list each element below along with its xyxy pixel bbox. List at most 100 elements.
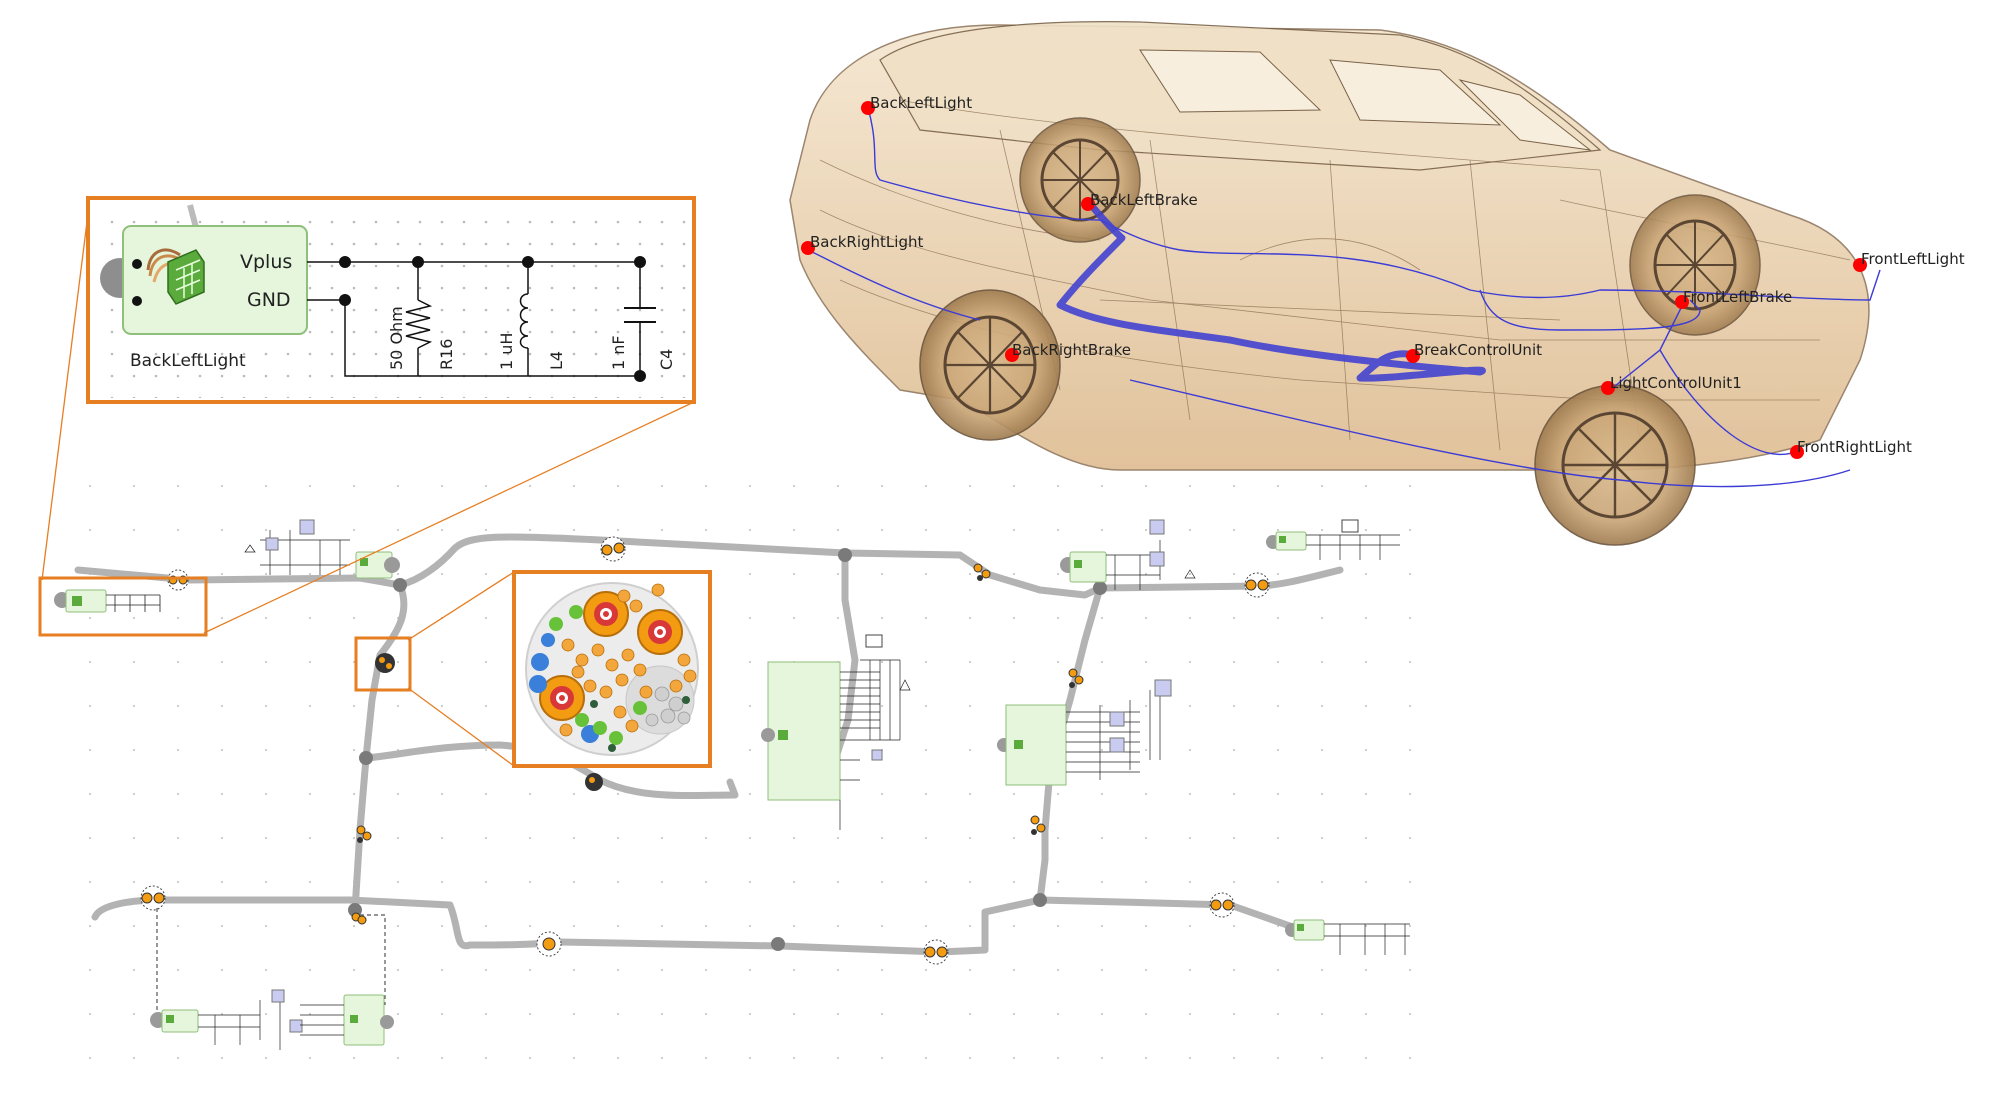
label-light-control-unit: LightControlUnit1 [1610,374,1742,392]
callout-cross-section-source[interactable] [354,636,412,692]
connector-bundle[interactable] [140,885,166,911]
red-marker-dot-icon [801,241,815,255]
connector-bundle[interactable] [585,773,603,791]
module-back-left-light-small[interactable] [54,589,161,613]
car-window-rear [1139,49,1322,113]
inductor-name-label: L4 [547,351,566,370]
port-gnd-dot[interactable] [132,296,142,306]
probe-icon [299,519,315,535]
junction-node[interactable] [393,578,407,592]
connector-bundle[interactable] [167,569,189,591]
car-marker-light-control-unit[interactable]: LightControlUnit1 [1601,374,1742,395]
connector-bundle[interactable] [375,653,395,673]
car-wheel-front-right [1534,384,1696,546]
label-front-left-light: FrontLeftLight [1861,250,1965,268]
canvas-grid [60,480,1420,1080]
connector-bundle[interactable] [1068,668,1084,688]
label-front-left-brake: FrontLeftBrake [1683,288,1792,306]
module-front-left-motor[interactable] [1060,519,1196,590]
car-3d-view[interactable]: BackLeftLight BackRightLight BackLeftBra… [789,21,1965,546]
label-back-right-light: BackRightLight [810,233,923,251]
component-box[interactable] [122,225,308,335]
car-marker-back-left-light[interactable]: BackLeftLight [861,94,972,115]
car-wheel-front-left [1629,194,1761,336]
car-marker-back-right-light[interactable]: BackRightLight [801,233,923,255]
red-marker-dot-icon [861,101,875,115]
junction-node[interactable] [359,751,373,765]
resistor-name-label: R16 [437,339,456,370]
connector-bundle[interactable] [923,939,949,965]
inductor-symbol [519,293,529,349]
connector-bundle[interactable] [1209,892,1235,918]
connector-bundle[interactable] [1244,572,1270,598]
car-marker-front-right-light[interactable]: FrontRightLight [1790,438,1912,459]
harness-segment-top [74,533,1344,599]
module-front-left-light[interactable] [1266,519,1400,560]
callout-leader-line [407,571,515,641]
bundle-cross-section-icon [525,582,699,756]
connector-bundle[interactable] [973,563,991,581]
junction-node[interactable] [771,937,785,951]
module-front-right-light[interactable] [1285,919,1410,955]
zoom-panel-cross-section[interactable] [512,570,712,768]
port-gnd-label: GND [247,289,291,311]
red-marker-dot-icon [1790,445,1804,459]
callout-leader-line [407,687,515,767]
module-light-control-unit[interactable] [997,679,1172,786]
car-marker-front-left-brake[interactable]: FrontLeftBrake [1675,288,1792,309]
junction-node[interactable] [1093,581,1107,595]
car-marker-back-right-brake[interactable]: BackRightBrake [1005,341,1131,362]
car-brake-harness [1056,202,1486,382]
module-break-control-unit[interactable] [761,634,911,830]
capacitor-symbol [624,307,656,323]
capacitor-value-label: 1 nF [609,335,628,370]
probe-icon [1149,551,1165,567]
label-back-right-brake: BackRightBrake [1012,341,1131,359]
red-marker-dot-icon [1406,349,1420,363]
connector-bundle[interactable] [1030,815,1046,835]
probe-icon [271,989,285,1003]
car-wheel-back-left [1019,117,1141,243]
zoom-panel-back-left-light[interactable]: Vplus GND BackLeftLight 50 [86,196,696,404]
probe-icon [289,1019,303,1033]
callout-leader-line [203,401,695,634]
probe-icon [1149,519,1165,535]
harness-connector-icon [72,596,82,606]
car-marker-break-control-unit[interactable]: BreakControlUnit [1406,341,1542,363]
red-marker-dot-icon [1005,348,1019,362]
harness-connector-icon [166,1015,174,1023]
connector-bundle[interactable] [600,536,626,562]
junction-node[interactable] [838,548,852,562]
connector-bundle[interactable] [351,912,367,925]
harness-connector-icon [1014,740,1023,749]
car-marker-front-left-light[interactable]: FrontLeftLight [1853,250,1965,272]
port-vplus-dot[interactable] [132,259,142,269]
connector-bundle[interactable] [536,931,562,957]
module-back-right-motor[interactable] [300,994,394,1046]
harness-connectors[interactable] [140,536,1270,965]
capacitor-name-label: C4 [657,349,676,370]
car-thin-wiring [807,107,1881,488]
harness-connector-icon [1074,560,1082,568]
resistor-symbol [405,299,433,349]
probe-icon [265,537,279,551]
callout-back-left-light-source[interactable] [38,576,208,637]
module-back-left-motor[interactable] [244,519,400,579]
label-back-left-brake: BackLeftBrake [1090,191,1198,209]
red-marker-dot-icon [1853,258,1867,272]
dashed-wire-links [156,908,386,1020]
connector-bundle[interactable] [356,825,372,843]
harness-connector-icon [350,1015,358,1023]
harness-segment-left-trunk [351,581,408,914]
harness-junctions[interactable] [348,548,1107,951]
module-back-right-light[interactable] [150,989,303,1050]
harness-connector-icon [1297,924,1304,931]
component-name-label: BackLeftLight [130,351,246,371]
label-back-left-light: BackLeftLight [870,94,972,112]
callout-leader-line [41,197,91,581]
junction-node[interactable] [1033,893,1047,907]
car-marker-back-left-brake[interactable]: BackLeftBrake [1081,191,1198,211]
probe-icon [865,634,883,648]
car-window-mid [1329,59,1502,126]
